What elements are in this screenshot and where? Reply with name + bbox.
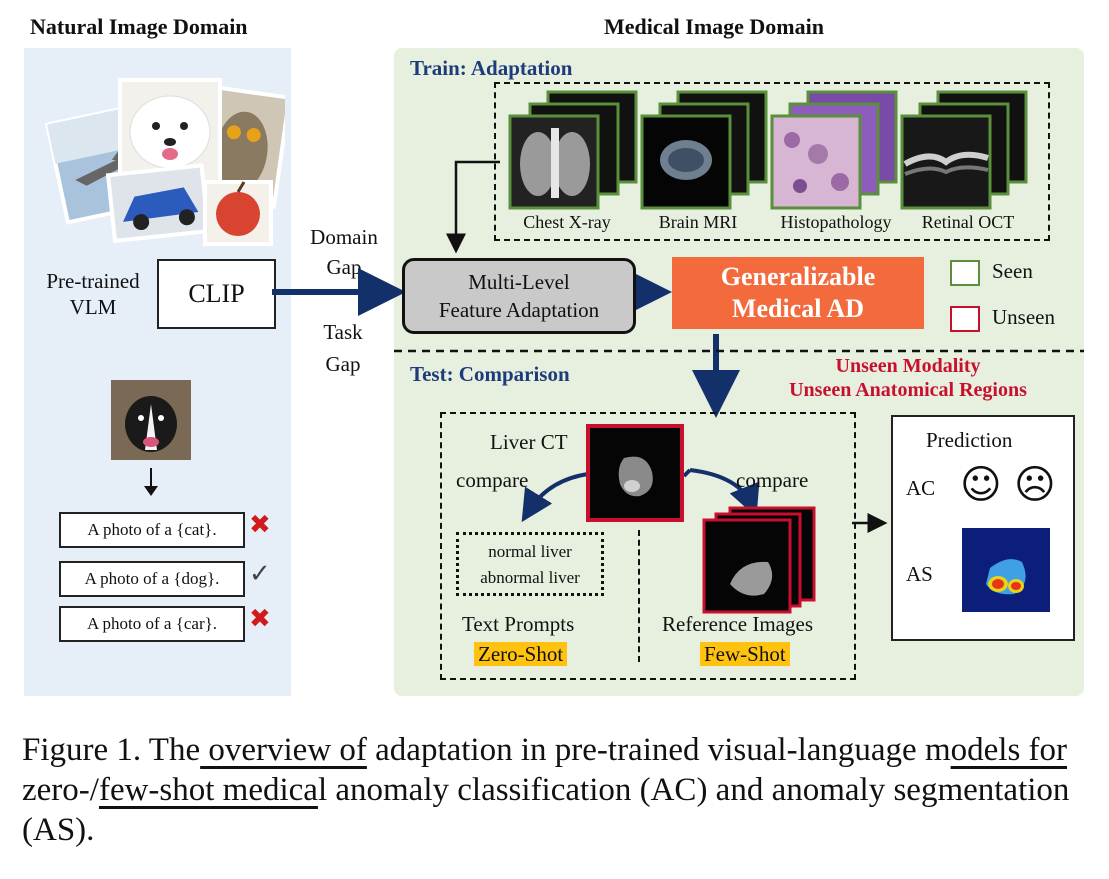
prediction-title: Prediction bbox=[926, 428, 1013, 452]
generalizable-medical-ad-box: Generalizable Medical AD bbox=[672, 257, 924, 329]
legend-unseen-label: Unseen bbox=[992, 305, 1055, 329]
clip-box: CLIP bbox=[157, 259, 276, 329]
dog-arrow-shaft bbox=[150, 468, 152, 488]
dog-arrow-head bbox=[144, 486, 158, 496]
check-icon: ✓ bbox=[249, 559, 271, 589]
train-title: Train: Adaptation bbox=[410, 56, 573, 80]
sad-face-icon: ☹ bbox=[1014, 462, 1056, 508]
liver-ct-label: Liver CT bbox=[490, 430, 568, 454]
text-prompts-label: Text Prompts bbox=[462, 612, 575, 636]
legend-seen-label: Seen bbox=[992, 259, 1033, 283]
dog-photo bbox=[111, 380, 191, 460]
text-prompts-box: normal liver abnormal liver bbox=[456, 532, 604, 596]
cross-icon: ✖ bbox=[249, 510, 271, 540]
happy-face-icon: ☺ bbox=[960, 462, 1002, 508]
prompt-car: A photo of a {car}. bbox=[59, 606, 245, 642]
task-gap-label: Task Gap bbox=[323, 320, 363, 376]
liver-ct-image bbox=[586, 424, 684, 522]
test-title: Test: Comparison bbox=[410, 362, 570, 386]
zero-shot-badge: Zero-Shot bbox=[474, 642, 568, 667]
test-divider bbox=[638, 530, 640, 662]
compare-right-label: compare bbox=[736, 468, 809, 492]
compare-left-label: compare bbox=[456, 468, 529, 492]
ac-label: AC bbox=[906, 476, 936, 500]
reference-images bbox=[702, 506, 816, 614]
medical-domain-header: Medical Image Domain bbox=[604, 14, 824, 39]
cross-icon: ✖ bbox=[249, 604, 271, 634]
legend-seen-swatch bbox=[950, 260, 980, 286]
vlm-label: Pre-trained VLM bbox=[46, 269, 140, 319]
as-label: AS bbox=[906, 562, 933, 586]
reference-images-label: Reference Images bbox=[662, 612, 813, 636]
natural-image-collage bbox=[44, 78, 285, 246]
modality-label-histo: Histopathology bbox=[780, 212, 892, 232]
modality-label-chest: Chest X-ray bbox=[523, 212, 611, 232]
multi-level-feature-adaptation-box: Multi-Level Feature Adaptation bbox=[402, 258, 636, 334]
prompt-dog: A photo of a {dog}. bbox=[59, 561, 245, 597]
train-modalities-box bbox=[494, 82, 1050, 241]
figure-caption: Figure 1. The overview of adaptation in … bbox=[22, 732, 1070, 848]
segmentation-heatmap bbox=[962, 528, 1050, 612]
unseen-note: Unseen Modality Unseen Anatomical Region… bbox=[789, 355, 1027, 401]
legend-unseen-swatch bbox=[950, 306, 980, 332]
modality-thumbnails bbox=[508, 90, 1028, 210]
domain-gap-label: Domain Gap bbox=[310, 225, 378, 279]
few-shot-badge: Few-Shot bbox=[700, 642, 790, 667]
prompt-cat: A photo of a {cat}. bbox=[59, 512, 245, 548]
natural-domain-header: Natural Image Domain bbox=[30, 14, 248, 39]
modality-label-oct: Retinal OCT bbox=[921, 212, 1015, 232]
test-comparison-box bbox=[440, 412, 856, 680]
modality-label-brain: Brain MRI bbox=[658, 212, 738, 232]
connector-arrows bbox=[272, 160, 1084, 533]
